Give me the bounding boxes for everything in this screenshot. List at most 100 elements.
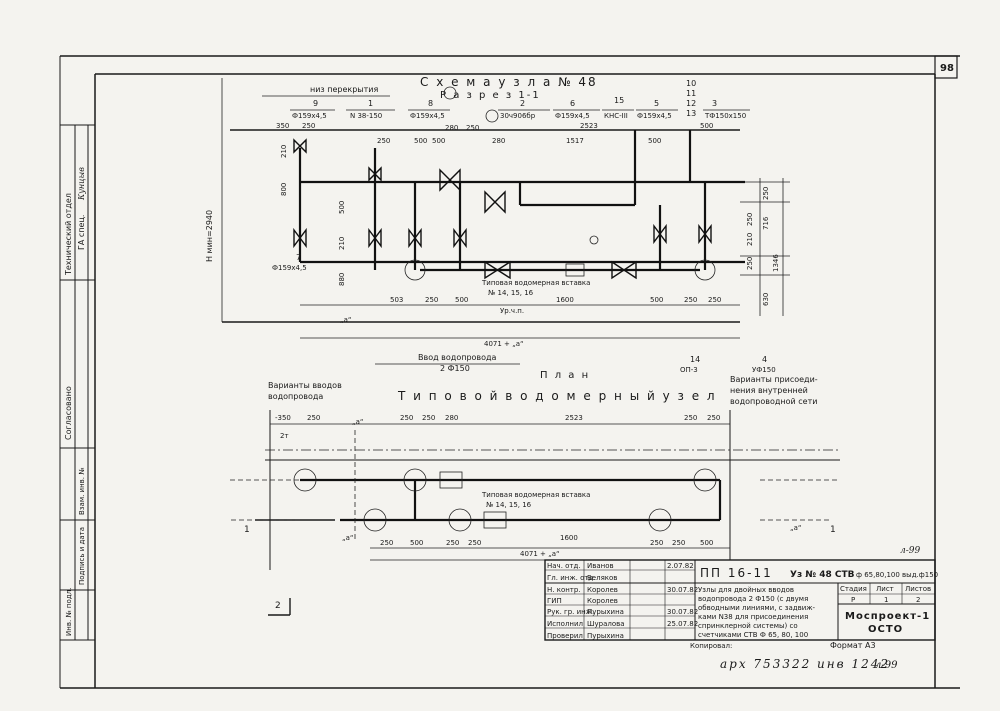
svg-text:1: 1 [830,525,836,535]
svg-text:250: 250 [708,296,721,304]
insert-ref-plan: № 14, 15, 16 [486,501,532,509]
callout-11: 11 [686,89,696,98]
node-code-extra: ф 65,80,100 выд.ф150 [856,571,938,579]
svg-text:Проверил: Проверил [547,632,583,640]
svg-text:Гл. инж. отд.: Гл. инж. отд. [547,574,596,582]
svg-text:Н. контр.: Н. контр. [547,586,581,594]
doc-code: ПП 16-11 [700,566,773,580]
svg-text:Королев: Королев [587,586,618,594]
svg-text:водопровода 2 Ф150 (с двумя: водопровода 2 Ф150 (с двумя [698,595,808,603]
callout-15: 15 [614,96,624,105]
insert-label: Типовая водомерная вставка [481,279,590,287]
spec-8: Ф159х4,5 [410,112,445,120]
svg-text:„a“: „a“ [342,534,354,542]
svg-text:1346: 1346 [772,254,780,272]
svg-text:„a“: „a“ [340,316,352,324]
plan-walls [255,410,840,570]
plan-dims-bottom: 250 500 250 250 1600 250 250 500 4071 + … [342,524,802,558]
svg-text:Р: Р [851,596,855,604]
spec-5: Ф159х4,5 [637,112,672,120]
plan-heading: Т и п о в о й в о д о м е р н ы й у з е … [397,389,717,403]
svg-text:350: 350 [276,122,289,130]
svg-text:2523: 2523 [580,122,598,130]
svg-text:1: 1 [884,596,888,604]
svg-text:280: 280 [445,414,458,422]
svg-text:Исполнил: Исполнил [547,620,583,628]
svg-text:500: 500 [700,539,713,547]
callouts-top: 9 1 8 2 6 15 5 10 11 12 13 3 [313,79,717,118]
section-markers: 1 1 2 [244,525,836,611]
callout-6: 6 [570,99,575,108]
plan-pipework [230,430,840,540]
svg-text:210: 210 [338,237,346,250]
svg-text:630: 630 [762,293,770,306]
svg-text:1600: 1600 [560,534,578,542]
section-pipework [298,130,745,272]
format-label: Формат А3 [830,641,876,650]
svg-text:500: 500 [432,137,445,145]
svg-text:250: 250 [468,539,481,547]
insert-ref: № 14, 15, 16 [488,289,534,297]
svg-text:280: 280 [445,124,458,132]
section-subtitle: Р а з р е з 1-1 [440,90,541,101]
svg-text:2.07.82: 2.07.82 [667,562,694,570]
svg-text:250: 250 [650,539,663,547]
svg-text:2: 2 [275,601,281,611]
svg-text:Пурыхина: Пурыхина [587,608,624,616]
section-title: С х е м а у з л а № 48 [420,75,598,89]
svg-text:Королев: Королев [587,597,618,605]
svg-text:ГИП: ГИП [547,597,562,605]
callout-5: 5 [654,99,659,108]
svg-text:210: 210 [746,233,754,246]
section-dims-bottom: 503 250 500 1600 500 250 250 4071 + „a“ … [340,296,721,348]
spec-1: N 38-150 [350,112,382,120]
archive-note: арх 753322 инв 1242 [720,657,890,671]
spec-9: Ф159х4,5 [292,112,327,120]
svg-text:Беляков: Беляков [587,574,617,582]
svg-text:250: 250 [400,414,413,422]
description: Узлы для двойных вводов водопровода 2 Ф1… [698,586,816,639]
section-dims-left: 210 800 500 210 880 [280,145,346,286]
right-dim-lines [740,178,790,316]
svg-text:„a“: „a“ [790,524,802,532]
callout-4: 4 [762,355,767,364]
plan-fittings [293,468,717,532]
left-variants-1: Варианты вводов [268,381,342,390]
side-label-inv: Инв. № подл. [65,588,73,636]
svg-text:30.07.82: 30.07.82 [667,608,698,616]
height-label: Н мин=2940 [205,210,214,262]
plan-dims-top: -350 250 „a“ 250 250 280 2523 250 250 2т [275,414,720,440]
section-valves [293,138,712,280]
svg-text:Иванов: Иванов [587,562,614,570]
svg-text:2: 2 [916,596,920,604]
svg-text:„a“: „a“ [352,418,364,426]
svg-text:250: 250 [446,539,459,547]
section-dims-top: 350 250 250 500 280 250 500 280 2523 151… [276,122,713,145]
spec-6: Ф159х4,5 [555,112,590,120]
callout-3: 3 [712,99,717,108]
svg-text:25.07.82: 25.07.82 [667,620,698,628]
insert-label-plan: Типовая водомерная вставка [481,491,590,499]
svg-text:250: 250 [707,414,720,422]
svg-text:30.07.82: 30.07.82 [667,586,698,594]
callout-7: 7 [296,253,301,262]
svg-text:4071 + „a“: 4071 + „a“ [520,550,560,558]
floor-mark: Ур.ч.п. [500,307,524,315]
callout-13: 13 [686,109,696,118]
svg-text:880: 880 [338,273,346,286]
callout-14: 14 [690,355,700,364]
title-block [544,559,936,641]
svg-text:500: 500 [648,137,661,145]
svg-text:250: 250 [684,296,697,304]
spec-3: ТФ150х150 [704,112,746,120]
svg-text:обводными линиями, с задвиж-: обводными линиями, с задвиж- [698,604,816,612]
svg-text:500: 500 [455,296,468,304]
plan-title: П л а н [540,370,590,381]
org-dept: ОСТО [868,624,903,635]
sheet-number-box [934,55,958,79]
svg-text:Пурыхина: Пурыхина [587,632,624,640]
stage-table: Стадия Лист Листов Р 1 2 [840,585,931,604]
org-name: Моспроект-1 [845,611,930,622]
svg-text:716: 716 [762,216,770,230]
